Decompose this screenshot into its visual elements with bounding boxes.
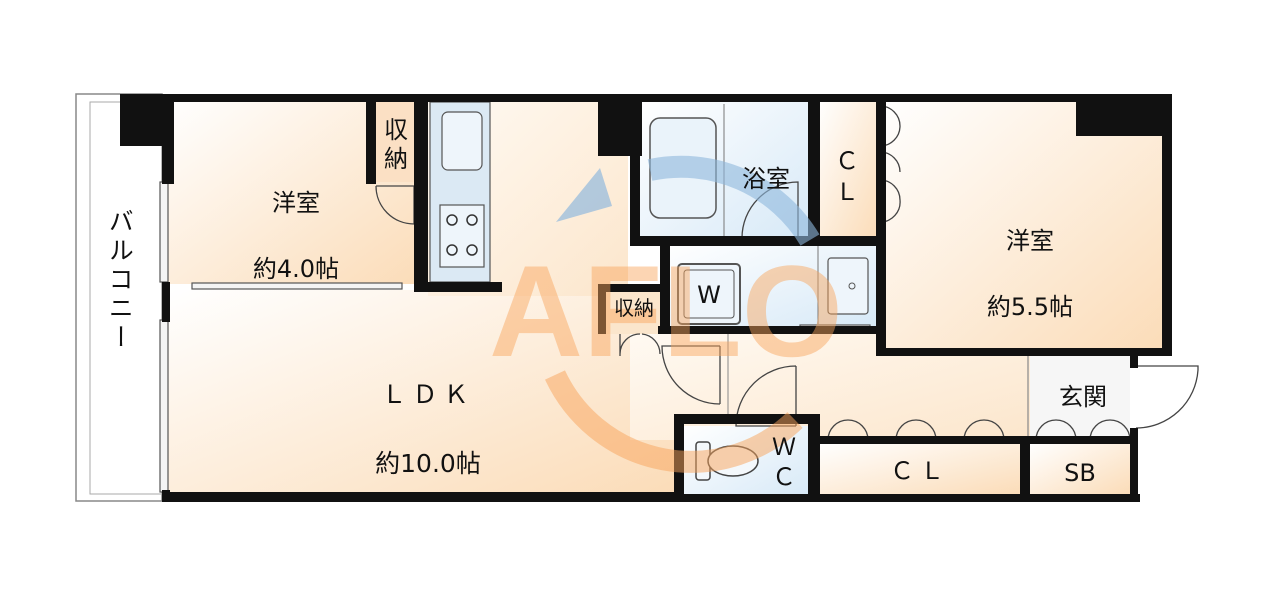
storage-1-label: 収 納 (384, 116, 408, 173)
western-room-2-floor (882, 100, 1166, 348)
western-room-1-name: 洋室 (272, 189, 320, 217)
western-room-2-name: 洋室 (1006, 227, 1054, 255)
kitchen-sink (441, 111, 483, 171)
ldk-name: ＬＤＫ (381, 380, 475, 410)
storage-1-floor (376, 100, 420, 182)
closet-2-floor (818, 444, 1022, 494)
ldk-floor (168, 290, 678, 494)
column-top-left (120, 94, 170, 146)
shoe-box-label: SB (1064, 459, 1096, 487)
closet-2-label: ＣＬ (890, 457, 950, 485)
ldk-size: 約10.0帖 (375, 448, 481, 478)
watermark-text: AFLO (489, 238, 843, 384)
storage-2-label: 収納 (614, 296, 654, 320)
washer-pan (677, 263, 741, 325)
storage-2-floor (604, 290, 660, 334)
washer-label: W (697, 281, 721, 309)
ldk-label: ＬＤＫ 約10.0帖 (348, 348, 508, 510)
western-room-1-size: 約4.0帖 (252, 255, 340, 283)
shoe-box-floor (1030, 444, 1130, 494)
western-room-2-size: 約5.5帖 (986, 293, 1074, 321)
watermark-logo: AFLO (489, 155, 843, 473)
closet-1-floor (818, 100, 878, 236)
closet-1-label: Ｃ Ｌ (835, 147, 859, 207)
stove (439, 204, 485, 268)
balcony-label: バルコニー (105, 208, 135, 353)
entrance-label: 玄関 (1059, 383, 1107, 411)
western-room-1-label: 洋室 約4.0帖 (236, 158, 356, 314)
outer-wall-top (162, 94, 1172, 102)
outer-wall-bottom (162, 492, 682, 502)
western-room-2-label: 洋室 約5.5帖 (960, 196, 1100, 352)
column-top-right (1076, 94, 1172, 136)
wc-label: Ｗ Ｃ (772, 433, 796, 491)
vanity (827, 257, 869, 315)
bathroom-label: 浴室 (742, 165, 790, 193)
entrance-floor (1030, 356, 1130, 440)
